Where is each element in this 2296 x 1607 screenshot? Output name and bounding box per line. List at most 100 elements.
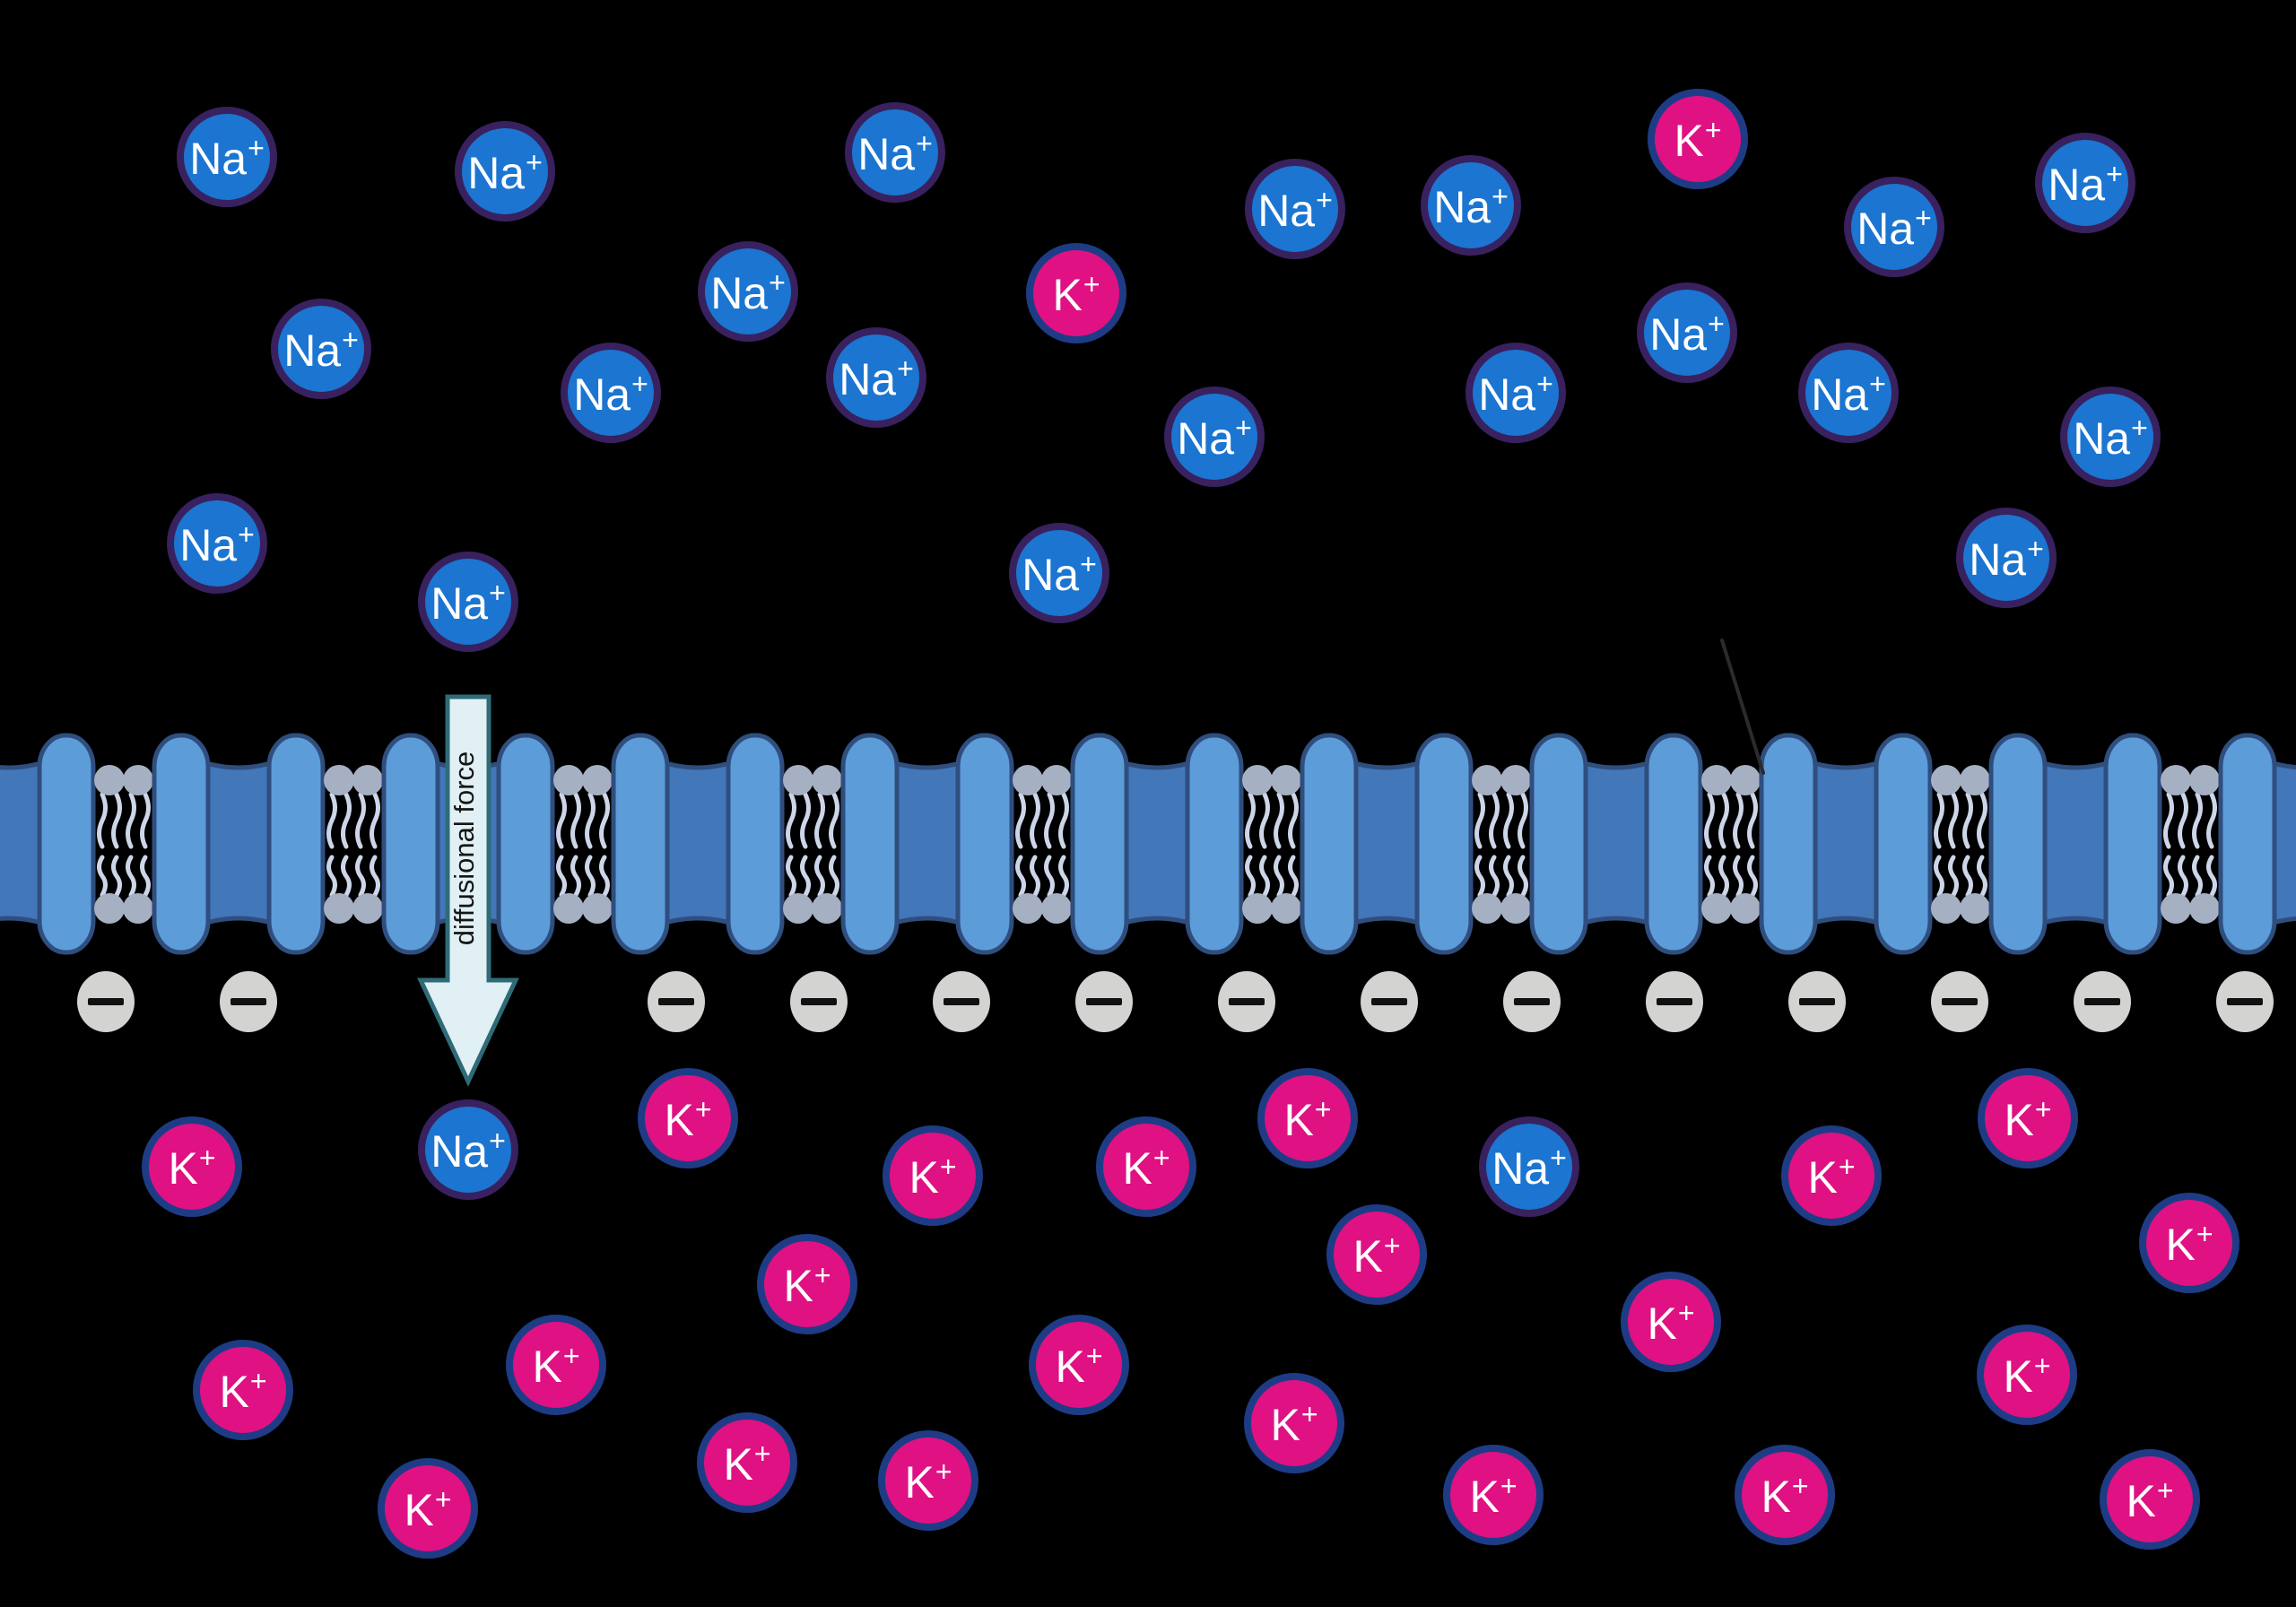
ion-symbol: K+ [1674, 113, 1722, 166]
k-ion-inside: K+ [883, 1125, 983, 1226]
na-ion-outside: Na+ [271, 299, 371, 399]
ion-symbol: Na+ [1857, 201, 1932, 254]
k-ion-inside: K+ [193, 1340, 293, 1440]
cell-membrane [0, 733, 2296, 955]
ion-symbol: K+ [168, 1141, 216, 1194]
ion-symbol: K+ [904, 1455, 952, 1507]
ion-symbol: K+ [1270, 1397, 1318, 1450]
ion-symbol: K+ [1052, 267, 1100, 320]
ion-symbol: K+ [2126, 1473, 2174, 1526]
ion-symbol: K+ [1055, 1339, 1103, 1392]
ion-symbol: Na+ [430, 576, 506, 629]
ion-symbol: K+ [1807, 1150, 1856, 1203]
negative-charge [1788, 971, 1846, 1032]
na-ion-outside: Na+ [1798, 343, 1899, 443]
ion-symbol: Na+ [179, 517, 255, 570]
negative-charge [648, 971, 705, 1032]
na-ion-outside: Na+ [455, 121, 555, 222]
na-ion-outside: Na+ [1421, 155, 1521, 256]
ion-symbol: K+ [404, 1482, 452, 1535]
k-ion-inside: K+ [1244, 1373, 1344, 1473]
na-ion-inside: Na+ [418, 1099, 518, 1200]
k-ion-inside: K+ [638, 1068, 738, 1168]
negative-charge [220, 971, 277, 1032]
na-ion-outside: Na+ [2035, 133, 2135, 233]
ion-symbol: Na+ [1257, 183, 1333, 236]
negative-charge [1503, 971, 1561, 1032]
ion-symbol: Na+ [1022, 547, 1097, 600]
ion-symbol: Na+ [467, 145, 543, 198]
k-ion-inside: K+ [1443, 1445, 1544, 1545]
ion-symbol: Na+ [1969, 532, 2044, 585]
ion-symbol: Na+ [1492, 1141, 1567, 1194]
ion-symbol: K+ [219, 1364, 267, 1417]
k-ion-inside: K+ [1621, 1272, 1721, 1372]
ion-symbol: K+ [723, 1437, 771, 1490]
ion-symbol: Na+ [283, 323, 359, 376]
k-ion-inside: K+ [1257, 1068, 1358, 1168]
na-ion-outside: Na+ [561, 343, 661, 443]
negative-charges-row [77, 971, 2274, 1032]
na-ion-outside: Na+ [1637, 282, 1737, 383]
na-ion-outside: Na+ [1956, 508, 2057, 608]
ion-symbol: K+ [664, 1092, 712, 1145]
ion-symbol: Na+ [1478, 367, 1553, 420]
ion-symbol: K+ [1761, 1469, 1809, 1522]
k-ion-inside: K+ [2139, 1193, 2239, 1293]
negative-charge [1646, 971, 1703, 1032]
na-ion-outside: Na+ [1245, 159, 1345, 259]
na-ion-outside: Na+ [1844, 177, 1944, 277]
ion-symbol: K+ [1469, 1469, 1518, 1522]
ion-symbol: Na+ [2048, 157, 2123, 210]
ion-symbol: Na+ [839, 352, 914, 404]
negative-charge [77, 971, 135, 1032]
k-ion-inside: K+ [878, 1430, 978, 1531]
na-ion-outside: Na+ [177, 107, 277, 207]
k-ion-inside: K+ [1735, 1445, 1835, 1545]
na-ion-inside: Na+ [1479, 1116, 1579, 1217]
ion-symbol: Na+ [1811, 367, 1886, 420]
ion-symbol: Na+ [1649, 307, 1725, 360]
ion-symbol: K+ [1122, 1141, 1170, 1194]
ion-symbol: K+ [532, 1339, 580, 1392]
na-ion-outside: Na+ [167, 493, 267, 594]
na-ion-outside: Na+ [1009, 523, 1109, 623]
ion-symbol: K+ [783, 1258, 831, 1311]
negative-charge [790, 971, 848, 1032]
ion-symbol: K+ [2004, 1092, 2052, 1145]
k-ion-inside: K+ [2100, 1449, 2200, 1550]
negative-charge [1931, 971, 1988, 1032]
ion-symbol: K+ [1352, 1229, 1401, 1281]
ion-symbol: K+ [2003, 1349, 2051, 1402]
ion-symbol: Na+ [1177, 411, 1252, 464]
na-ion-outside: Na+ [2060, 387, 2161, 487]
negative-charge [1218, 971, 1275, 1032]
k-ion-inside: K+ [1978, 1068, 2078, 1168]
k-ion-inside: K+ [1029, 1315, 1129, 1415]
k-ion-inside: K+ [1977, 1325, 2077, 1425]
ion-symbol: Na+ [710, 265, 786, 318]
ion-symbol: K+ [1647, 1296, 1695, 1349]
diffusional-force-arrow [417, 694, 519, 1087]
negative-charge [2216, 971, 2274, 1032]
na-ion-outside: Na+ [845, 102, 945, 203]
k-ion-inside: K+ [697, 1412, 797, 1513]
na-ion-outside: Na+ [1465, 343, 1566, 443]
na-ion-outside: Na+ [826, 327, 926, 428]
na-ion-outside: Na+ [418, 552, 518, 652]
negative-charge [2074, 971, 2131, 1032]
annotation-pointer-line [1720, 638, 1765, 775]
k-ion-inside: K+ [1326, 1204, 1427, 1305]
ion-symbol: Na+ [573, 367, 648, 420]
ion-symbol: K+ [2165, 1217, 2213, 1270]
ion-symbol: Na+ [2073, 411, 2148, 464]
ion-symbol: Na+ [857, 126, 933, 179]
ion-symbol: Na+ [1433, 179, 1509, 232]
negative-charge [1075, 971, 1133, 1032]
diffusional-force-label: diffusional force [448, 751, 480, 946]
na-ion-outside: Na+ [698, 241, 798, 342]
ion-symbol: K+ [909, 1150, 957, 1203]
ion-symbol: Na+ [430, 1124, 506, 1177]
